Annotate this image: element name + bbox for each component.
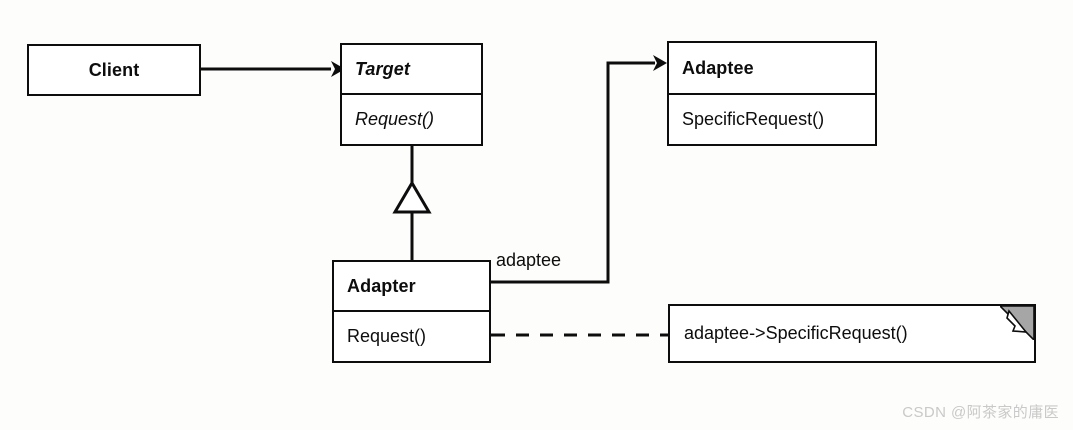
connector-adapter-to-adaptee xyxy=(491,55,667,284)
class-box-adaptee[interactable]: Adaptee SpecificRequest() xyxy=(667,41,877,146)
class-name-client: Client xyxy=(88,59,140,80)
class-box-client[interactable]: Client xyxy=(27,44,201,96)
class-name-adaptee: Adaptee xyxy=(682,57,754,78)
class-box-adapter[interactable]: Adapter Request() xyxy=(332,260,491,363)
note-box[interactable]: adaptee->SpecificRequest() xyxy=(668,304,1036,363)
note-folded-corner-icon xyxy=(1000,306,1034,340)
class-name-target: Target xyxy=(355,58,410,79)
class-name-compartment: Target xyxy=(342,45,481,95)
class-name-compartment: Adaptee xyxy=(669,43,875,95)
class-name-adapter: Adapter xyxy=(347,275,416,296)
operation-target-request: Request() xyxy=(355,109,435,129)
operation-adapter-request: Request() xyxy=(347,326,427,346)
class-operations-compartment: Request() xyxy=(342,95,481,144)
class-operations-compartment: SpecificRequest() xyxy=(669,95,875,144)
class-operations-compartment: Request() xyxy=(334,312,489,361)
class-name-compartment: Adapter xyxy=(334,262,489,312)
watermark-text: CSDN @阿茶家的庸医 xyxy=(902,404,1059,421)
class-box-target[interactable]: Target Request() xyxy=(340,43,483,146)
connector-client-to-target xyxy=(201,61,345,77)
connector-adapter-to-target-generalization xyxy=(392,146,432,261)
operation-adaptee-specificrequest: SpecificRequest() xyxy=(682,109,825,129)
class-name-compartment: Client xyxy=(29,46,199,94)
association-role-label-adaptee: adaptee xyxy=(496,250,562,270)
note-text: adaptee->SpecificRequest() xyxy=(684,323,908,343)
